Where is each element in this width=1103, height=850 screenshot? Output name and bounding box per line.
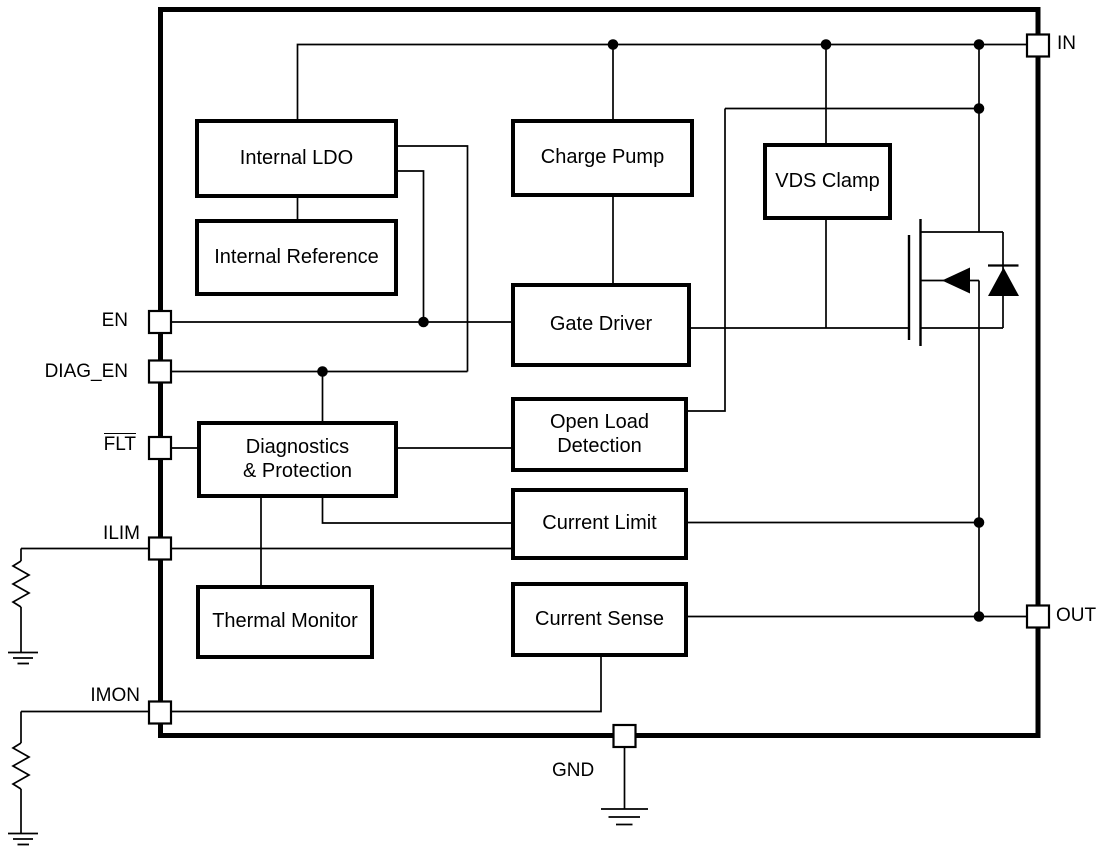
pin-square-out: [1025, 604, 1051, 629]
block-thermal-monitor-label: Thermal Monitor: [212, 610, 358, 633]
imon-ground-icon: [8, 832, 38, 846]
block-thermal-monitor: Thermal Monitor: [196, 585, 374, 659]
pin-label-imon: IMON: [90, 685, 140, 706]
pin-label-out: OUT: [1056, 605, 1097, 626]
block-gate-driver: Gate Driver: [511, 283, 691, 367]
pin-squares: [147, 33, 1051, 749]
wire-ldo-to-en-line: [398, 170, 425, 322]
wires: [20, 43, 1028, 833]
junction-dot: [973, 611, 985, 622]
pin-label-ilim: ILIM: [103, 523, 140, 544]
block-open-load-detection-label: Open Load Detection: [550, 410, 649, 457]
mosfet-arrow: [942, 267, 970, 294]
junction-dot: [317, 366, 328, 377]
pin-label-flt: FLT: [103, 433, 136, 455]
pin-label-flt-text: FLT: [103, 433, 136, 455]
block-internal-reference-label: Internal Reference: [214, 245, 379, 268]
junction-dot: [973, 517, 985, 528]
block-internal-reference: Internal Reference: [195, 219, 398, 296]
pin-square-imon: [147, 700, 173, 725]
pin-label-in: IN: [1057, 33, 1076, 54]
block-open-load-detection: Open Load Detection: [511, 397, 688, 472]
pin-square-gnd: [612, 723, 637, 749]
pin-label-gnd: GND: [552, 760, 595, 781]
block-current-limit: Current Limit: [511, 488, 688, 560]
junction-dots: [317, 39, 985, 622]
pin-square-in: [1025, 33, 1051, 58]
gnd-ground-icon: [601, 808, 648, 826]
block-diagnostics-protection: Diagnostics & Protection: [197, 421, 398, 498]
block-charge-pump-label: Charge Pump: [540, 146, 665, 169]
block-diagnostics-protection-label: Diagnostics & Protection: [243, 435, 352, 482]
block-charge-pump: Charge Pump: [511, 119, 694, 197]
wire-ldo-to-diag-en-line: [398, 145, 469, 372]
block-current-limit-label: Current Limit: [542, 512, 657, 535]
power-mosfet-symbol: [907, 219, 1019, 346]
imon-resistor-icon: [11, 742, 31, 790]
junction-dot: [418, 316, 429, 328]
ilim-resistor-icon: [11, 560, 31, 608]
junction-dot: [820, 39, 832, 50]
wire-diagnostics-to-current-limit: [321, 498, 511, 524]
body-diode-icon: [988, 267, 1019, 296]
resistor-zigzag: [11, 742, 31, 790]
block-current-sense-label: Current Sense: [535, 607, 664, 630]
pin-label-diag-en: DIAG_EN: [44, 361, 128, 382]
block-vds-clamp: VDS Clamp: [763, 143, 892, 220]
block-internal-ldo: Internal LDO: [195, 119, 398, 198]
block-current-sense: Current Sense: [511, 582, 688, 657]
pin-label-en: EN: [101, 310, 128, 331]
block-gate-driver-label: Gate Driver: [549, 313, 653, 336]
wire-current-sense-to-imon: [21, 657, 602, 713]
pin-square-en: [147, 309, 173, 335]
wire-open-load-sense-v: [688, 108, 726, 412]
junction-dot: [607, 39, 619, 50]
pin-square-ilim: [147, 536, 173, 561]
block-internal-ldo-label: Internal LDO: [239, 146, 354, 169]
ilim-ground-icon: [8, 651, 38, 665]
resistor-zigzag: [11, 560, 31, 608]
block-vds-clamp-label: VDS Clamp: [775, 169, 880, 192]
pin-square-diag-en: [147, 359, 173, 384]
wire-in-bus: [296, 43, 1028, 119]
junction-dot: [973, 103, 985, 114]
junction-dot: [973, 39, 985, 50]
pin-square-flt: [147, 435, 173, 461]
